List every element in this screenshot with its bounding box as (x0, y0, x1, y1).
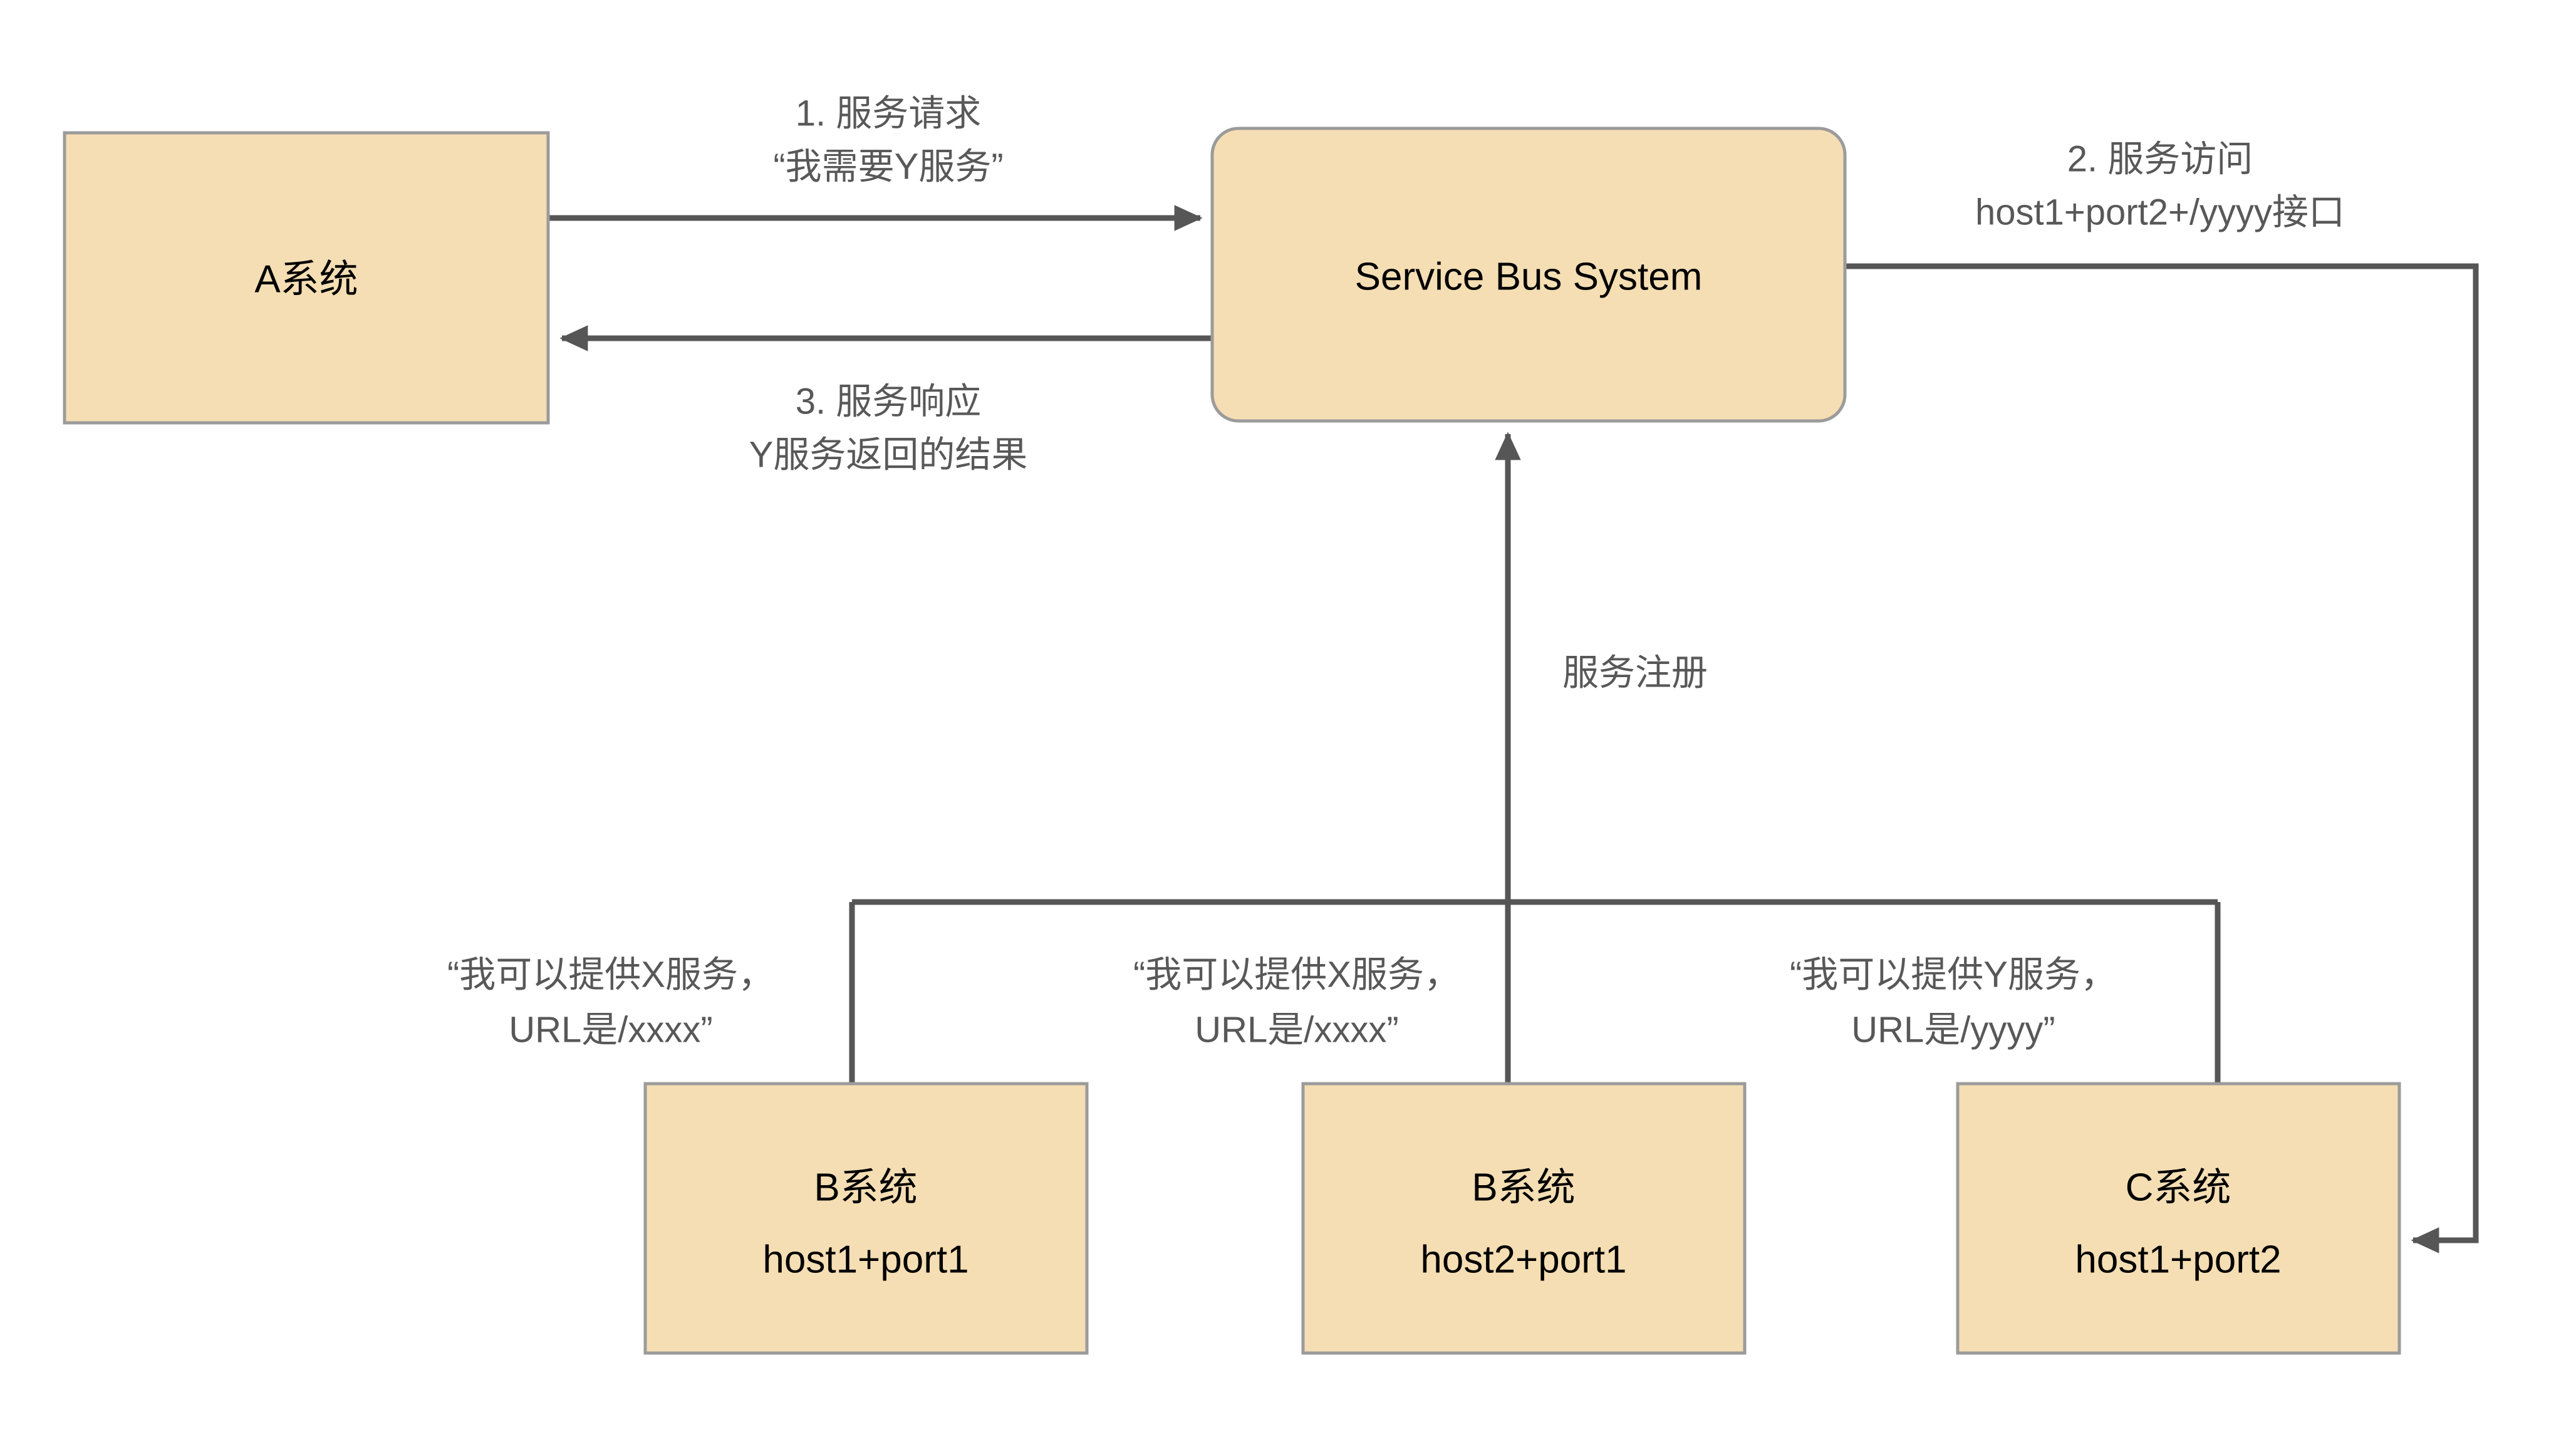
node-c-system[interactable]: C系统 host1+port2 (1956, 1082, 2401, 1355)
edge-label-service-response-line2: Y服务返回的结果 (749, 434, 1028, 475)
node-b-system-1[interactable]: B系统 host1+port1 (643, 1082, 1089, 1355)
edge-label-service-access: 2. 服务访问 host1+port2+/yyyy接口 (1975, 138, 2345, 232)
edge-label-register-b2-line2: URL是/xxxx” (1195, 1009, 1398, 1050)
edge-label-service-access-line1: 2. 服务访问 (2067, 138, 2253, 179)
edge-label-register-b1: “我可以提供X服务， URL是/xxxx” (447, 954, 774, 1050)
edge-label-service-response-line1: 3. 服务响应 (796, 381, 982, 422)
node-service-bus-shape (1210, 127, 1847, 423)
edge-label-register-c-line2: URL是/yyyy” (1851, 1009, 2055, 1050)
node-a-system[interactable]: A系统 (63, 131, 550, 425)
node-b-system-1-shape (643, 1082, 1089, 1355)
node-a-system-shape (63, 131, 550, 425)
edge-label-service-access-line2: host1+port2+/yyyy接口 (1975, 192, 2345, 232)
edge-label-service-request-line2: “我需要Y服务” (773, 146, 1003, 187)
edge-label-register-c-line1: “我可以提供Y服务， (1790, 954, 2117, 995)
edge-label-service-response: 3. 服务响应 Y服务返回的结果 (749, 381, 1028, 475)
node-b-system-2[interactable]: B系统 host2+port1 (1301, 1082, 1747, 1355)
edge-label-register-b1-line1: “我可以提供X服务， (447, 954, 774, 995)
node-b-system-2-shape (1301, 1082, 1747, 1355)
node-c-system-shape (1956, 1082, 2401, 1355)
edge-label-service-registration: 服务注册 (1562, 652, 1708, 693)
edge-label-service-request: 1. 服务请求 “我需要Y服务” (773, 93, 1003, 187)
node-service-bus-label: Service Bus System (1355, 255, 1703, 298)
node-c-system-label-address: host1+port2 (2075, 1238, 2281, 1281)
node-service-bus[interactable]: Service Bus System (1210, 127, 1847, 423)
edge-label-register-b2-line1: “我可以提供X服务， (1133, 954, 1460, 995)
node-b-system-2-label-address: host2+port1 (1420, 1238, 1626, 1281)
node-a-system-label: A系统 (254, 257, 358, 301)
edge-label-register-c: “我可以提供Y服务， URL是/yyyy” (1790, 954, 2117, 1050)
node-b-system-1-label-name: B系统 (814, 1166, 917, 1209)
edge-label-register-b2: “我可以提供X服务， URL是/xxxx” (1133, 954, 1460, 1050)
connector-service-access (1845, 263, 2479, 1253)
edge-label-service-request-line1: 1. 服务请求 (796, 93, 982, 133)
node-c-system-label-name: C系统 (2126, 1166, 2231, 1209)
node-b-system-2-label-name: B系统 (1472, 1166, 1575, 1209)
edge-label-register-b1-line2: URL是/xxxx” (509, 1009, 712, 1050)
edge-label-service-registration-line1: 服务注册 (1562, 652, 1708, 693)
node-b-system-1-label-address: host1+port1 (762, 1238, 969, 1281)
